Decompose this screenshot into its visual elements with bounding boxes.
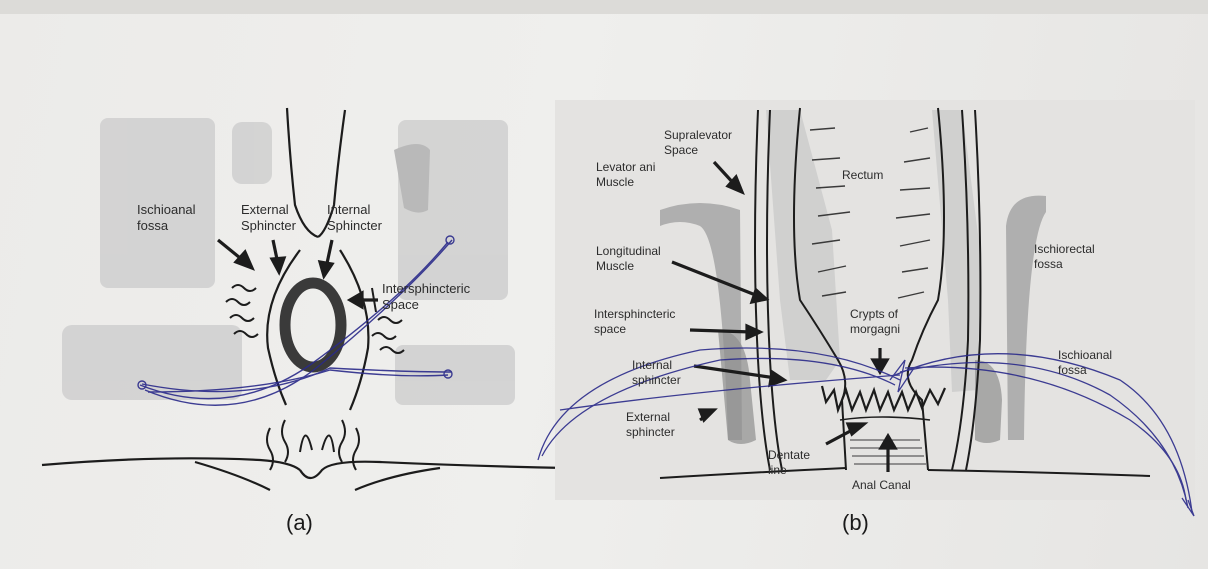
panel-a-tissue-shading (62, 118, 515, 405)
label-internal-sphincter-b: Internal sphincter (632, 358, 681, 388)
page-shadow (0, 0, 1208, 14)
label-anal-canal: Anal Canal (852, 478, 911, 493)
label-ischioanal-fossa-a: Ischioanal fossa (137, 202, 196, 234)
label-rectum: Rectum (842, 168, 883, 183)
label-intersphincteric-space-b: Intersphincteric space (594, 307, 675, 337)
panel-a-drawing (42, 108, 566, 490)
caption-a: (a) (286, 510, 313, 536)
label-supralevator-space: Supralevator Space (664, 128, 732, 158)
label-ischioanal-fossa-b: Ischioanal fossa (1058, 348, 1112, 378)
label-intersphincteric-space-a: Intersphincteric Space (382, 281, 470, 313)
label-crypts-of-morgagni: Crypts of morgagni (850, 307, 900, 337)
label-ischiorectal-fossa: Ischiorectal fossa (1034, 242, 1095, 272)
label-levator-ani-muscle: Levator ani Muscle (596, 160, 655, 190)
caption-b: (b) (842, 510, 869, 536)
label-longitudinal-muscle: Longitudinal Muscle (596, 244, 661, 274)
label-dentate-line: Dentate line (768, 448, 810, 478)
label-internal-sphincter-a: Internal Sphincter (327, 202, 382, 234)
label-external-sphincter-b: External sphincter (626, 410, 675, 440)
label-external-sphincter-a: External Sphincter (241, 202, 296, 234)
